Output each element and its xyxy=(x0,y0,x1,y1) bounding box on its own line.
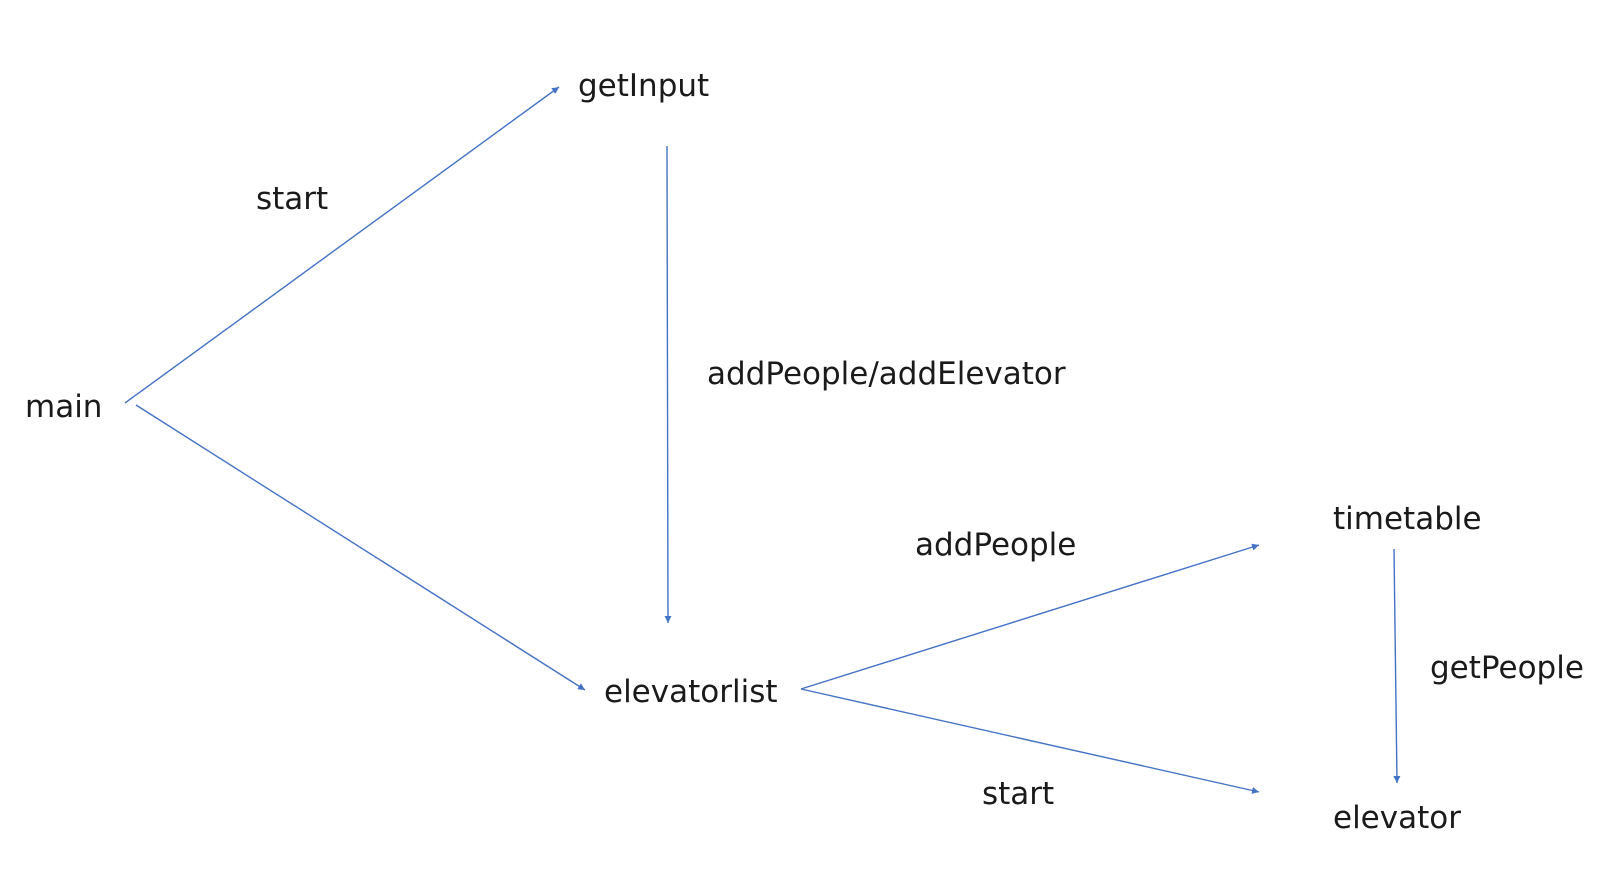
edge-label-start-main: start xyxy=(256,181,328,217)
edge-elevatorlist-to-elevator xyxy=(800,688,1260,794)
edge-label-start-elevatorlist: start xyxy=(982,776,1054,812)
edge-main-to-getinput xyxy=(124,86,560,404)
node-main: main xyxy=(25,389,102,425)
edge-main-to-elevatorlist xyxy=(135,404,586,691)
edge-label-addpeople-addelevator: addPeople/addElevator xyxy=(707,356,1066,392)
node-timetable: timetable xyxy=(1333,501,1482,537)
edge-getinput-to-elevatorlist xyxy=(664,145,672,624)
edge-label-getpeople: getPeople xyxy=(1430,650,1584,686)
node-getinput: getInput xyxy=(578,68,709,104)
edge-timetable-to-elevator xyxy=(1393,548,1401,784)
edge-elevatorlist-to-timetable xyxy=(800,543,1260,690)
edge-label-addpeople: addPeople xyxy=(915,527,1076,563)
node-elevator: elevator xyxy=(1333,800,1461,836)
node-elevatorlist: elevatorlist xyxy=(604,674,778,710)
